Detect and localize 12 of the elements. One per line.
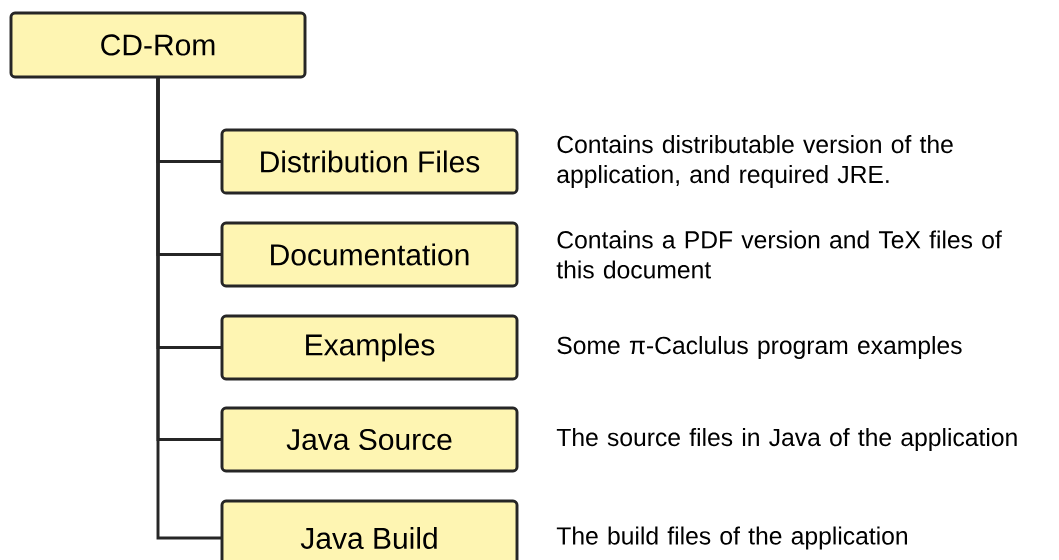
description-text: The source files in Java of the application xyxy=(556,428,1017,451)
folder-box: Distribution Files xyxy=(220,128,519,195)
folder-box: Examples xyxy=(220,314,519,381)
tree-connector xyxy=(156,77,222,540)
root-box: CD-Rom xyxy=(9,11,307,79)
folder-box: Documentation xyxy=(220,221,519,288)
description-text: Some π-Caclulus program examples xyxy=(557,336,962,359)
folder-box: Java Source xyxy=(220,406,519,473)
folder-box: Java Build xyxy=(220,499,519,560)
description-text: Contains distributable version of the application, and required JRE. xyxy=(557,135,953,188)
description-text: The build files of the application xyxy=(556,526,907,550)
description-text: Contains a PDF version and TeX files of this document xyxy=(556,230,1002,279)
